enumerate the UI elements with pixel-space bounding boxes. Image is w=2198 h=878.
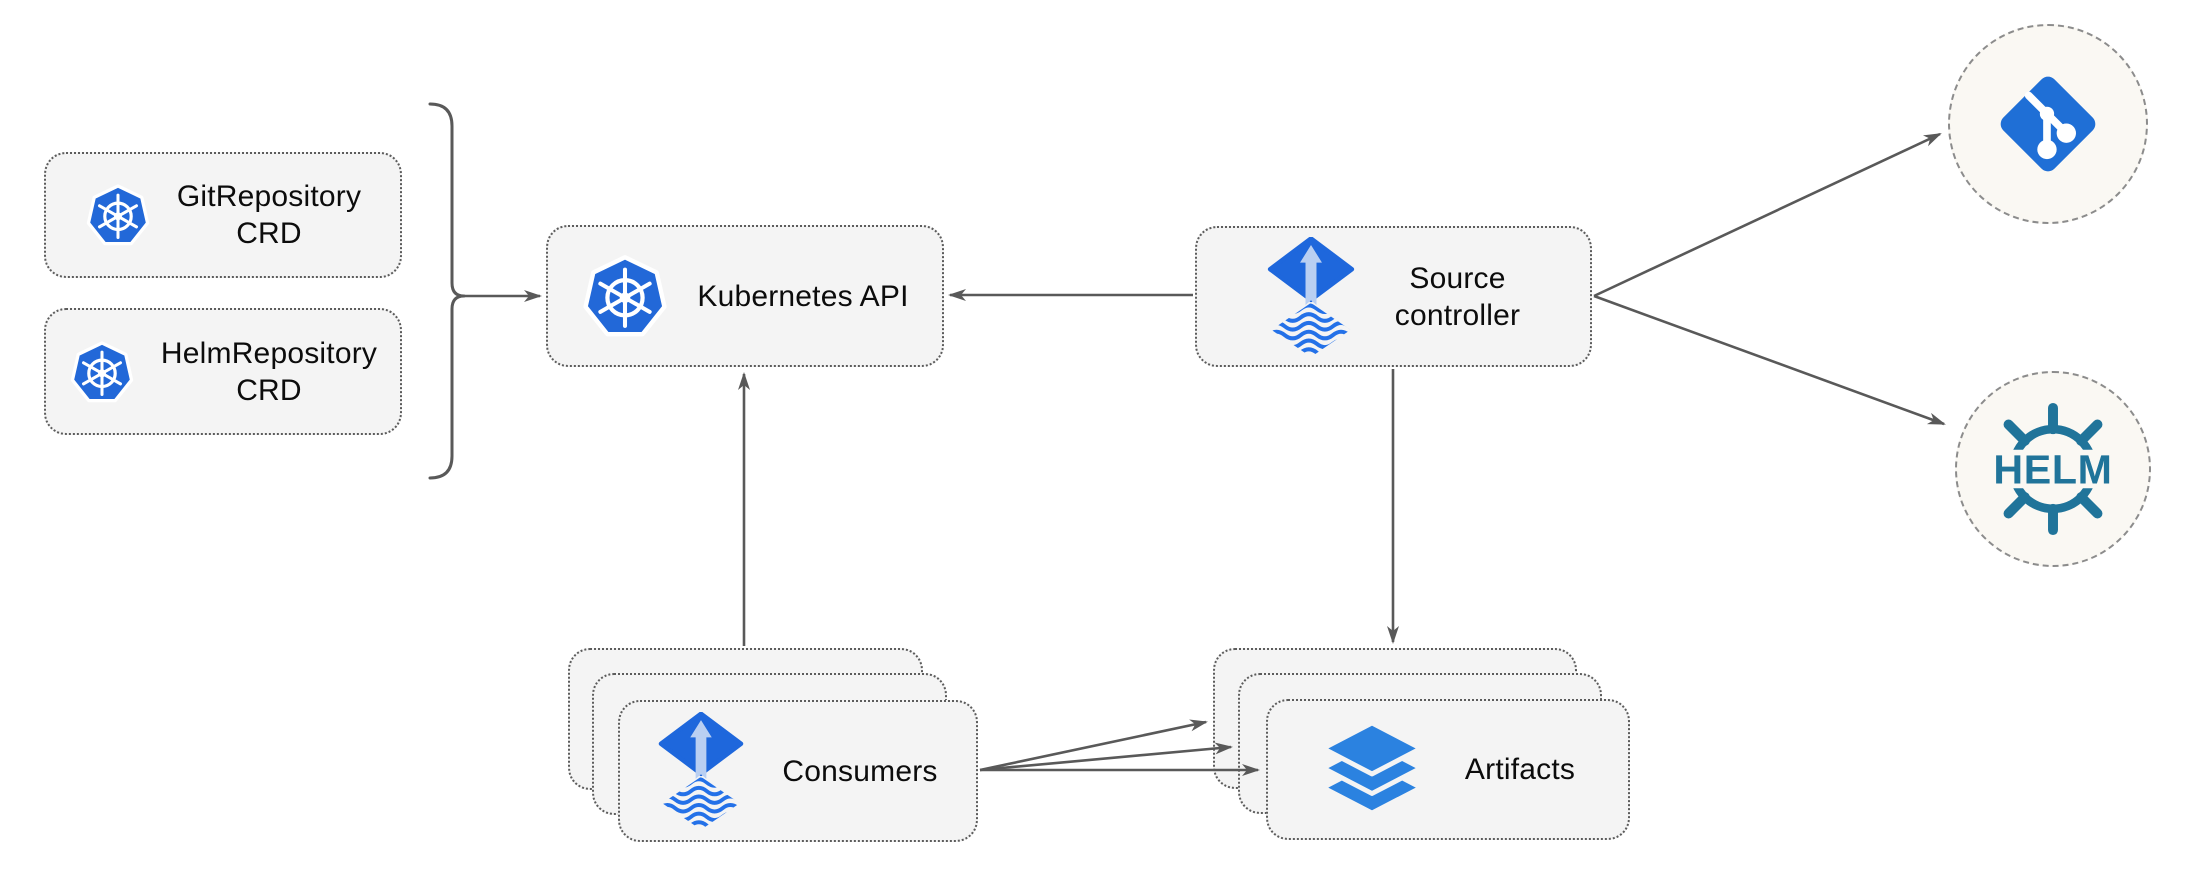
node-git-repository xyxy=(1948,24,2148,224)
helm-logo-text: HELM xyxy=(1993,447,2112,493)
node-gitrepository-crd: GitRepository CRD xyxy=(44,152,402,278)
helm-icon: HELM xyxy=(1980,396,2126,542)
consumers-label: Consumers xyxy=(782,754,938,788)
kubernetes-icon xyxy=(581,252,669,340)
edge-source-controller-to-helm xyxy=(1593,294,1946,426)
kubernetes-icon xyxy=(86,184,150,246)
layers-icon xyxy=(1321,723,1423,817)
git-icon xyxy=(1992,65,2104,183)
node-helmrepository-crd: HelmRepository CRD xyxy=(44,308,402,435)
artifacts-label: Artifacts xyxy=(1464,753,1576,786)
kubernetes-icon xyxy=(70,340,134,402)
kubernetes-api-label: Kubernetes API xyxy=(697,279,909,313)
flux-source-icon xyxy=(1267,237,1355,357)
source-controller-label: Source controller xyxy=(1394,261,1521,332)
edge-consumers-to-artifacts-2 xyxy=(979,742,1233,772)
edge-consumers-to-artifacts-1 xyxy=(979,719,1208,772)
crd-group-brace xyxy=(428,102,466,480)
node-kubernetes-api: Kubernetes API xyxy=(546,225,944,367)
node-consumers: Consumers xyxy=(618,700,978,842)
gitrepository-crd-label: GitRepository CRD xyxy=(176,180,362,250)
helmrepository-crd-label: HelmRepository CRD xyxy=(160,336,378,407)
node-artifacts: Artifacts xyxy=(1266,699,1630,840)
node-source-controller: Source controller xyxy=(1195,226,1592,367)
flux-consumer-icon xyxy=(658,712,744,830)
edge-source-controller-to-git xyxy=(1593,132,1942,298)
node-helm-repository: HELM xyxy=(1955,371,2151,567)
